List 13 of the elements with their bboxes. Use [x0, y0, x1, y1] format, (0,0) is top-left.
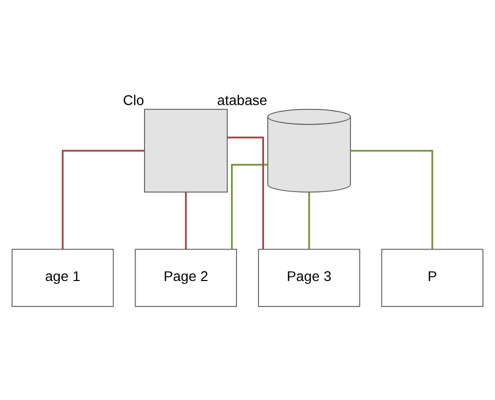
- connector: [231, 164, 268, 250]
- node-box: Page 2: [134, 248, 237, 307]
- node-box: age 1: [12, 248, 114, 307]
- connector: [227, 136, 264, 250]
- node-box: [144, 108, 228, 193]
- node-box: P: [381, 248, 484, 307]
- node-label: atabase: [217, 92, 268, 108]
- node-box: Page 3: [258, 248, 360, 307]
- node-label: Clo: [122, 92, 144, 108]
- connector: [185, 192, 187, 250]
- connector: [62, 150, 145, 250]
- connector: [350, 150, 434, 250]
- connector: [308, 192, 310, 250]
